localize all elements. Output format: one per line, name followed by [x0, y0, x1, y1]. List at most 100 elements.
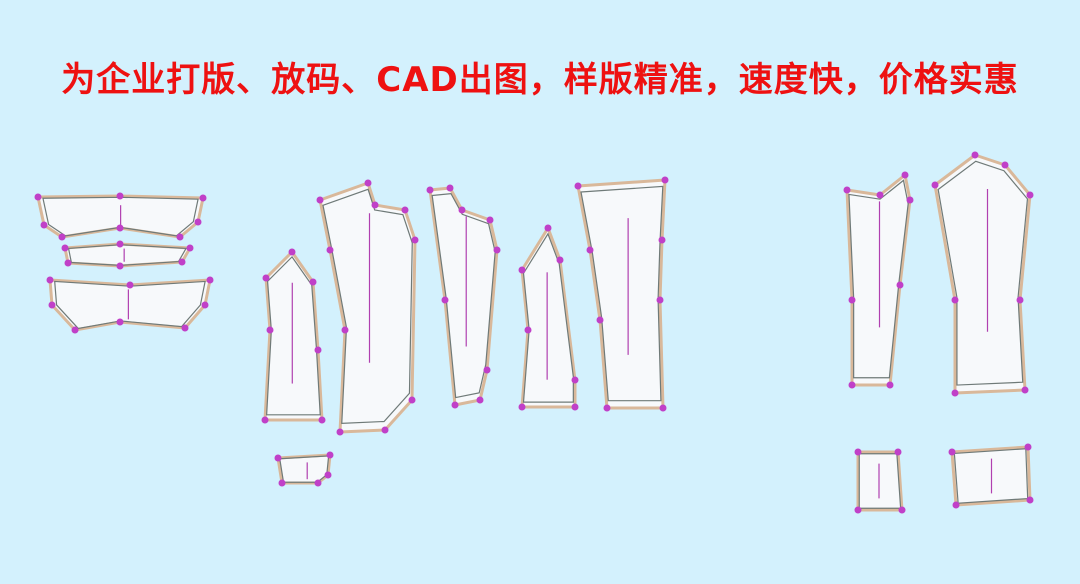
vertex-point — [116, 240, 124, 248]
vertex-point — [426, 186, 434, 194]
vertex-point — [46, 276, 54, 284]
vertex-point — [848, 381, 856, 389]
seam-line — [279, 455, 330, 483]
vertex-point — [326, 246, 334, 254]
vertex-point — [524, 326, 532, 334]
vertex-point — [181, 324, 189, 332]
vertex-point — [906, 196, 914, 204]
vertex-point — [61, 244, 69, 252]
vertex-point — [411, 236, 419, 244]
vertex-point — [596, 316, 604, 324]
vertex-point — [1001, 161, 1009, 169]
seam-line — [522, 232, 574, 403]
vertex-point — [876, 191, 884, 199]
vertex-point — [48, 301, 56, 309]
vertex-point — [262, 274, 270, 282]
vertex-point — [971, 151, 979, 159]
vertex-point — [446, 184, 454, 192]
back-panel-piece — [576, 178, 667, 410]
facing-piece — [428, 186, 499, 407]
vertex-point — [116, 192, 124, 200]
vertex-point — [126, 281, 134, 289]
vertex-point — [951, 296, 959, 304]
vertex-point — [571, 403, 579, 411]
vertex-point — [483, 366, 491, 374]
vertex-point — [326, 451, 334, 459]
seam-line — [266, 255, 321, 416]
vertex-point — [314, 346, 322, 354]
vertex-point — [854, 506, 862, 514]
vertex-point — [266, 326, 274, 334]
vertex-point — [341, 326, 349, 334]
vertex-point — [64, 259, 72, 267]
vertex-point — [441, 296, 449, 304]
vertex-point — [656, 296, 664, 304]
vertex-point — [278, 479, 286, 487]
back-side-piece — [520, 226, 577, 409]
vertex-point — [848, 296, 856, 304]
vertex-point — [186, 244, 194, 252]
vertex-point — [476, 396, 484, 404]
vertex-point — [116, 318, 124, 326]
seam-line — [580, 185, 664, 402]
vertex-point — [201, 301, 209, 309]
vertex-point — [544, 224, 552, 232]
vertex-point — [381, 426, 389, 434]
vertex-point — [116, 262, 124, 270]
vertex-point — [886, 381, 894, 389]
vertex-point — [518, 403, 526, 411]
vertex-point — [659, 404, 667, 412]
vertex-point — [401, 206, 409, 214]
vertex-point — [206, 276, 214, 284]
small-cuff-piece — [856, 450, 904, 512]
vertex-point — [658, 236, 666, 244]
seam-line — [42, 196, 199, 237]
side-panel-piece — [263, 250, 324, 422]
vertex-point — [493, 246, 501, 254]
top-sleeve-piece — [933, 153, 1032, 395]
vertex-point — [309, 278, 317, 286]
vertex-point — [1026, 191, 1034, 199]
vertex-point — [364, 179, 372, 187]
vertex-point — [336, 428, 344, 436]
vertex-point — [896, 281, 904, 289]
vertex-point — [1024, 443, 1032, 451]
vertex-point — [574, 182, 582, 190]
vertex-point — [843, 186, 851, 194]
vertex-point — [261, 416, 269, 424]
vertex-point — [898, 506, 906, 514]
front-panel-piece — [318, 181, 417, 434]
vertex-point — [371, 201, 379, 209]
vertex-point — [894, 448, 902, 456]
vertex-point — [571, 376, 579, 384]
vertex-point — [603, 404, 611, 412]
vertex-point — [176, 233, 184, 241]
vertex-point — [71, 326, 79, 334]
vertex-point — [901, 171, 909, 179]
vertex-point — [518, 266, 526, 274]
vertex-point — [116, 224, 124, 232]
vertex-point — [58, 233, 66, 241]
vertex-point — [948, 448, 956, 456]
vertex-point — [288, 248, 296, 256]
vertex-point — [586, 246, 594, 254]
vertex-point — [952, 501, 960, 509]
vertex-point — [451, 401, 459, 409]
vertex-point — [199, 194, 207, 202]
pocket-flap-piece — [276, 453, 332, 485]
vertex-point — [486, 216, 494, 224]
vertex-point — [661, 176, 669, 184]
vertex-point — [178, 258, 186, 266]
vertex-point — [274, 454, 282, 462]
headline: 为企业打版、放码、CAD出图，样版精准，速度快，价格实惠 — [61, 60, 1019, 100]
vertex-point — [194, 218, 202, 226]
vertex-point — [324, 471, 332, 479]
seam-line — [54, 280, 206, 330]
vertex-point — [931, 181, 939, 189]
vertex-point — [314, 479, 322, 487]
vertex-point — [34, 193, 42, 201]
undersleeve-piece — [845, 173, 912, 387]
vertex-point — [318, 416, 326, 424]
vertex-point — [1016, 296, 1024, 304]
